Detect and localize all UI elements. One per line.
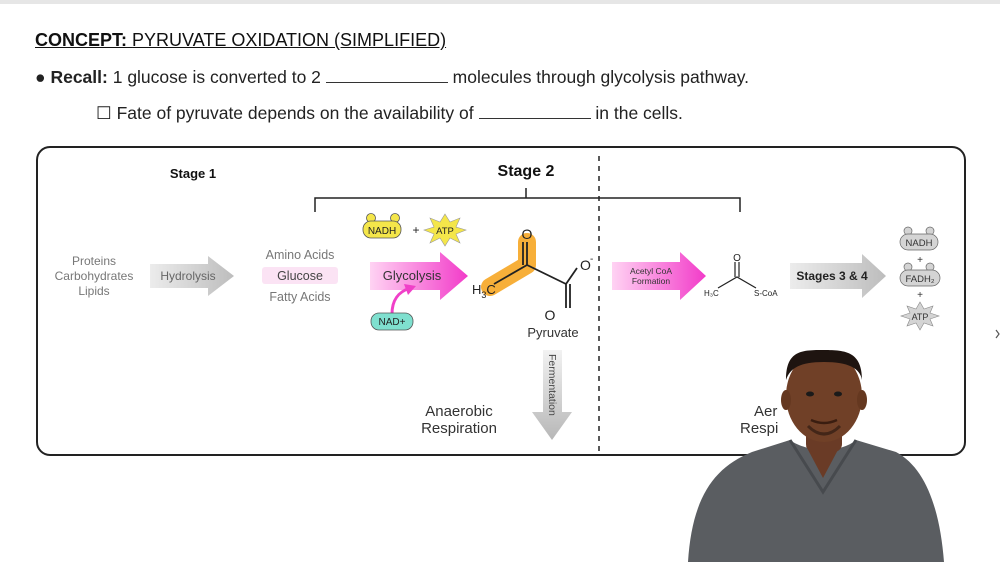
blank-2[interactable] [478, 104, 591, 119]
glucose-highlight [262, 267, 338, 284]
stage2-bracket [314, 188, 741, 212]
presenter-neck-v [806, 446, 840, 478]
nadh-label: NADH [368, 226, 396, 237]
stage1-label: Stage 1 [170, 166, 216, 181]
out-atp-star: ATP [900, 301, 940, 331]
out-fadh-badge: FADH₂ [899, 262, 941, 287]
recall-text-b: molecules through glycolysis pathway. [452, 67, 750, 87]
recall-line: ● Recall: 1 glucose is converted to 2 mo… [35, 67, 749, 88]
stages34-label: Stages 3 & 4 [796, 269, 868, 283]
presenter-eye-left [806, 391, 814, 397]
presenter-eye-right [834, 391, 842, 397]
presenter-head [786, 350, 862, 442]
glycolysis-arrow [370, 252, 468, 300]
pyruvate-label: Pyruvate [527, 325, 578, 340]
diagram-frame [36, 146, 966, 456]
out-nadh-label: NADH [906, 238, 933, 249]
acetyl-scoa: S-CoA [754, 289, 778, 298]
recall-label: Recall: [50, 67, 108, 87]
presenter-collar [788, 439, 858, 495]
concept-title: PYRUVATE OXIDATION (SIMPLIFIED) [132, 30, 447, 50]
fate-text-b: in the cells. [595, 103, 683, 123]
fermentation-label: Fermentation [546, 354, 558, 416]
pyruvate-minus: - [590, 254, 593, 265]
presenter-mouth [810, 418, 838, 425]
atp-star: ATP [423, 213, 467, 247]
nadh-badge: NADH [362, 213, 402, 239]
acetyl-coa-arrow [612, 252, 706, 300]
hydrolysis-label: Hydrolysis [160, 269, 215, 283]
recall-text-a: 1 glucose is converted to 2 [112, 67, 321, 87]
input-carbohydrates: Carbohydrates [55, 269, 134, 283]
stages34-arrow [790, 254, 886, 298]
plus-sign: + [412, 223, 419, 237]
monomer-fatty-acids: Fatty Acids [269, 290, 330, 304]
presenter-shirt [688, 440, 944, 562]
acetyl-bonds [717, 262, 757, 289]
out-plus-2: + [917, 290, 923, 301]
aerobic-line2: Respi [740, 420, 778, 437]
presenter-ear-left [781, 390, 791, 410]
nad-plus-badge: NAD+ [370, 312, 414, 331]
fate-line: ☐ Fate of pyruvate depends on the availa… [96, 103, 683, 124]
acetyl-line1: Acetyl CoA [630, 266, 672, 276]
fermentation-arrow [532, 350, 572, 440]
nad-arrowhead [404, 284, 416, 295]
top-bar [0, 0, 1000, 4]
anaerobic-line2: Respiration [421, 420, 497, 437]
glycolysis-label: Glycolysis [383, 268, 442, 283]
pyruvate-o-minus: O [580, 257, 591, 273]
pyruvate-o-bottom: O [545, 307, 556, 323]
edge-mark [995, 329, 1000, 339]
concept-label: CONCEPT: [35, 30, 128, 50]
nad-plus-label: NAD+ [379, 317, 406, 328]
hydrolysis-arrow [150, 256, 234, 296]
presenter-ear-right [857, 390, 867, 410]
atp-label: ATP [436, 226, 454, 237]
monomer-amino-acids: Amino Acids [266, 248, 335, 262]
out-nadh-badge: NADH [899, 226, 939, 251]
checkbox-icon: ☐ [96, 103, 112, 123]
pyruvate-o-top: O [522, 226, 533, 242]
blank-1[interactable] [325, 68, 448, 83]
acetyl-h3c: H₃C [704, 289, 719, 298]
monomer-glucose: Glucose [277, 269, 323, 283]
stage2-label: Stage 2 [498, 163, 555, 180]
out-fadh-label: FADH₂ [905, 274, 934, 285]
pyruvate-methyl: H3C [472, 282, 496, 300]
acetyl-o: O [733, 253, 741, 264]
pyruvate-bonds [493, 242, 578, 308]
out-atp-label: ATP [912, 312, 929, 322]
anaerobic-line1: Anaerobic [425, 403, 493, 420]
fate-text-a: Fate of pyruvate depends on the availabi… [116, 103, 474, 123]
out-plus-1: + [917, 255, 923, 266]
input-lipids: Lipids [78, 284, 109, 298]
acetyl-line2: Formation [632, 276, 671, 286]
bullet-dot: ● [35, 67, 46, 87]
concept-heading: CONCEPT: PYRUVATE OXIDATION (SIMPLIFIED) [35, 30, 446, 51]
input-proteins: Proteins [72, 254, 116, 268]
presenter-beard [806, 424, 842, 436]
aerobic-line1: Aer [754, 403, 777, 420]
presenter-hair [786, 350, 862, 380]
